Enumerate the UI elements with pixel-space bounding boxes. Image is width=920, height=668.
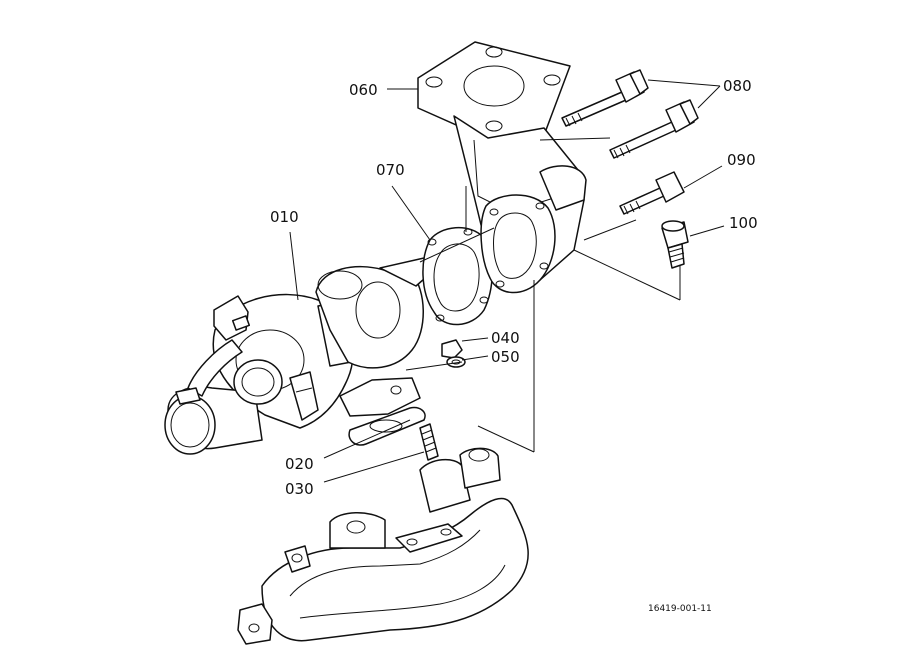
- part-labels: 060 080 070 090 010 100 040 050 020 030 …: [270, 77, 758, 614]
- bolt-090: [619, 171, 685, 215]
- label-090: 090: [727, 151, 756, 169]
- label-050: 050: [491, 348, 520, 366]
- bolt-080-upper: [561, 69, 649, 127]
- label-030: 030: [285, 480, 314, 498]
- leader-lines: [289, 79, 725, 483]
- turbocharger-assembly: [164, 257, 433, 455]
- label-070: 070: [376, 161, 405, 179]
- nut-040: [441, 339, 463, 359]
- exhaust-manifold: [237, 447, 529, 645]
- label-100: 100: [729, 214, 758, 232]
- label-010: 010: [270, 208, 299, 226]
- stud-030: [419, 423, 439, 461]
- label-060: 060: [349, 81, 378, 99]
- washer-050: [446, 356, 466, 368]
- exhaust-elbow-060: [417, 41, 587, 294]
- bolt-080-lower: [609, 99, 699, 159]
- plug-100: [661, 220, 689, 269]
- label-040: 040: [491, 329, 520, 347]
- gasket-070: [422, 226, 493, 326]
- label-020: 020: [285, 455, 314, 473]
- diagram-reference-code: 16419-001-11: [648, 604, 712, 614]
- label-080: 080: [723, 77, 752, 95]
